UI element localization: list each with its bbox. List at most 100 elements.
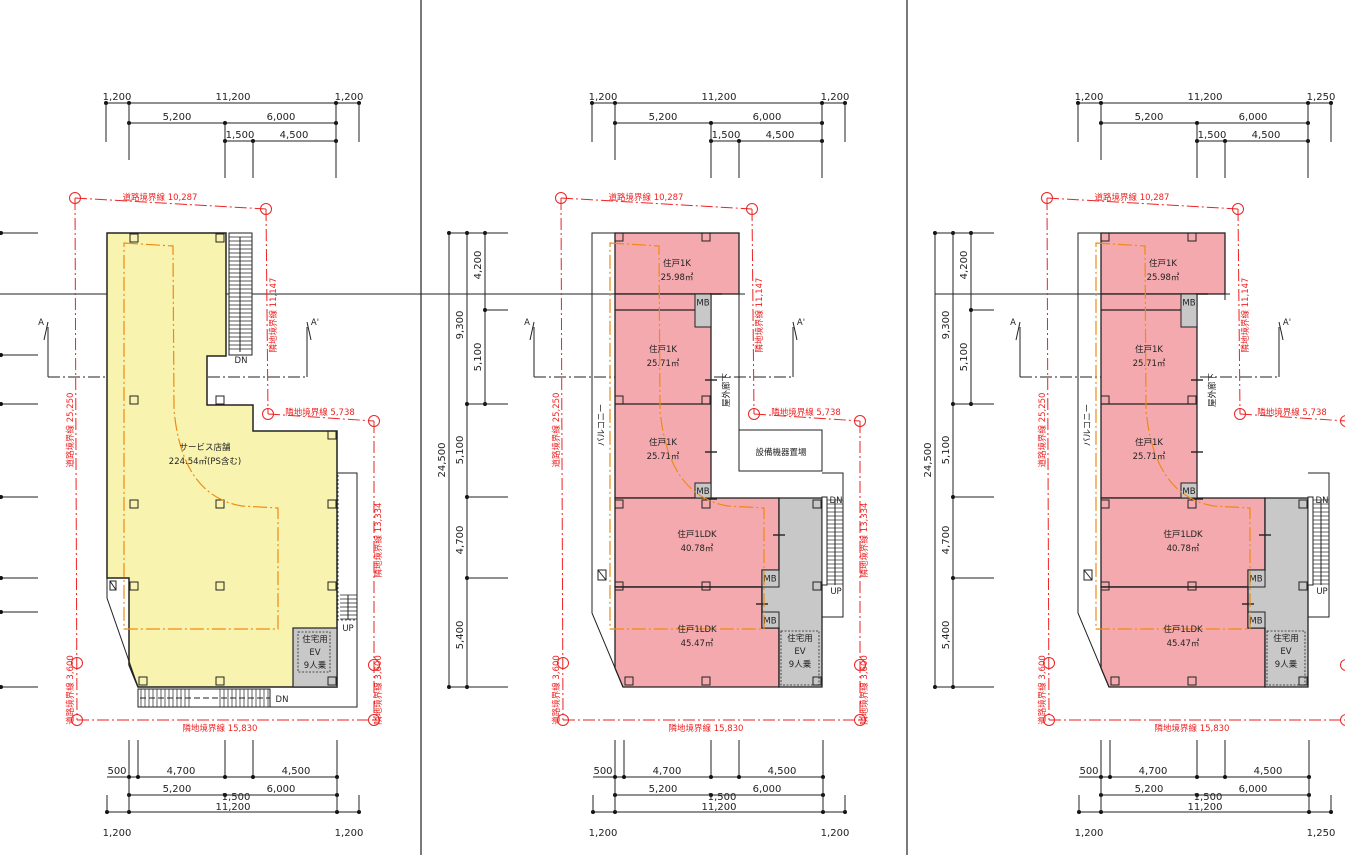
column — [327, 499, 337, 509]
dimension-label: 5,400 — [941, 621, 952, 650]
dimension-label: 1,200 — [821, 828, 850, 839]
dimension-label: 1,200 — [335, 92, 364, 103]
unit-area: 40.78㎡ — [681, 544, 714, 554]
elevator-label: 9人乗 — [1275, 659, 1298, 670]
boundary-point-marker — [854, 714, 866, 726]
boundary-label-right-upper: 隣地境界線 11,147 — [754, 278, 765, 353]
dimension-label: 500 — [107, 766, 126, 777]
boundary-line — [1237, 208, 1241, 415]
dimension-label: 4,500 — [282, 766, 311, 777]
elevator-label: EV — [1280, 647, 1291, 657]
elevator-car — [1266, 630, 1306, 686]
building-plan: MBMBMBMB設備機器置場DNUP住宅用EV9人乗住戸1K25.98㎡住戸1K… — [591, 232, 844, 688]
escape-route-line — [609, 242, 765, 630]
section-arrow — [43, 321, 49, 341]
column — [701, 232, 711, 242]
boundary-label-bottom: 隣地境界線 15,830 — [183, 723, 258, 734]
boundary-label-right-corner: 隣地境界線 3,600 — [373, 655, 384, 725]
column — [215, 395, 225, 405]
column — [1110, 676, 1120, 686]
unit-type: 住戸1LDK — [1163, 624, 1203, 635]
stair-label-up: UP — [1316, 587, 1327, 597]
unit-area: 25.98㎡ — [1147, 273, 1180, 283]
dimension-dot — [1223, 775, 1227, 779]
section-arrow — [1015, 321, 1021, 341]
dimension-label: 1,200 — [589, 828, 618, 839]
dimension-label: 5,100 — [959, 343, 970, 372]
unit-1ldk-a — [614, 497, 780, 588]
dimension-label: 4,500 — [1254, 766, 1283, 777]
dimension-label: 9,300 — [455, 311, 466, 340]
boundary-label-left-corner: 道路境界線 3,600 — [1037, 655, 1048, 725]
column — [812, 581, 822, 591]
section-label: A — [38, 318, 44, 328]
building-outline — [1308, 472, 1330, 618]
column — [1298, 676, 1308, 686]
boundary-line — [560, 197, 753, 210]
unit-type: 住戸1LDK — [677, 624, 717, 635]
boundary-label-top: 道路境界線 10,287 — [609, 192, 684, 203]
outdoor-corridor-label: 屋外廊下 — [721, 373, 732, 408]
boundary-label-right-lower: 隣地境界線 13,334 — [373, 503, 384, 578]
stair-label-dn: DN — [276, 695, 289, 705]
dimension-dot — [709, 793, 713, 797]
unit-1k-a — [1100, 232, 1226, 295]
boundary-line — [753, 413, 861, 422]
building-outline — [822, 472, 844, 618]
building-plan: MBMBMBMBDNUP住宅用EV9人乗住戸1K25.98㎡住戸1K25.71㎡… — [1077, 232, 1330, 688]
boundary-point-marker — [71, 657, 83, 669]
store-name: サービス店舗 — [179, 442, 231, 453]
column — [215, 233, 225, 243]
section-label: A — [524, 318, 530, 328]
boundary-point-marker — [1340, 714, 1345, 726]
column — [812, 676, 822, 686]
boundary-point-marker — [555, 192, 567, 204]
dimension-label: 11,200 — [216, 92, 251, 103]
column — [215, 499, 225, 509]
boundary-label-bottom: 隣地境界線 15,830 — [669, 723, 744, 734]
meter-box — [694, 293, 712, 328]
stair-bottom: DN — [137, 688, 289, 708]
unit-area: 25.98㎡ — [661, 273, 694, 283]
column — [1298, 499, 1308, 509]
dimension-label: 1,500 — [1194, 792, 1223, 803]
column — [129, 499, 139, 509]
pipe-shaft-icon — [597, 569, 607, 581]
dimension-label: 500 — [593, 766, 612, 777]
elevator-label: 住宅用 — [787, 633, 813, 644]
boundary-point-marker — [1340, 415, 1345, 427]
boundary-line — [74, 197, 267, 210]
stair-outline-dashed — [337, 472, 358, 621]
dimension-label: 1,200 — [103, 828, 132, 839]
dimension-label: 4,500 — [280, 130, 309, 141]
boundary-label-right-step: 隣地境界線 5,738 — [285, 407, 355, 418]
section-label: A' — [1283, 318, 1291, 328]
column — [327, 676, 337, 686]
boundary-line — [1046, 197, 1239, 210]
dimension-label: 1,500 — [712, 130, 741, 141]
column — [1187, 232, 1197, 242]
column — [701, 676, 711, 686]
boundary-point-marker — [746, 203, 758, 215]
column — [138, 676, 148, 686]
pipe-shaft-icon — [1083, 569, 1093, 581]
dimension-label: 5,200 — [649, 784, 678, 795]
pipe-shaft-icon — [109, 580, 117, 591]
dimension-label: 1,500 — [1198, 130, 1227, 141]
stair-wall — [821, 496, 828, 586]
dimension-label: 4,500 — [768, 766, 797, 777]
dimension-label: 5,200 — [1135, 784, 1164, 795]
stair-label-dn: DN — [235, 356, 248, 366]
column — [701, 499, 711, 509]
dimension-label: 4,700 — [1139, 766, 1168, 777]
